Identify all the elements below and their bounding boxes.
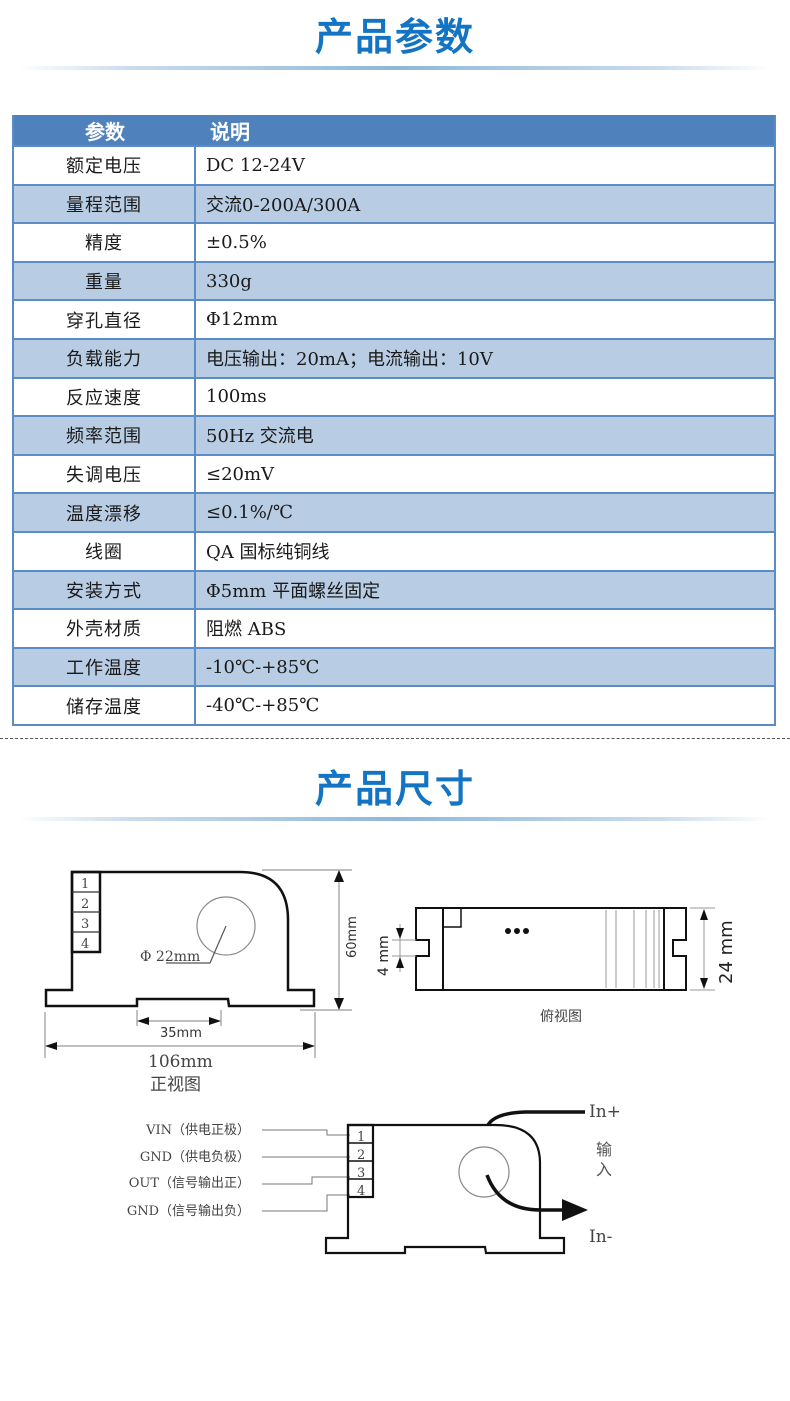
pin-label: 3 xyxy=(81,917,89,932)
param-value: 交流0-200A/300A xyxy=(206,194,361,216)
dimensions-section-title: 产品尺寸 xyxy=(314,767,475,811)
table-row: 失调电压 ≤20mV xyxy=(14,453,774,493)
param-name: 精度 xyxy=(14,224,196,261)
top-view-drawing: 4 mm 24 mm 俯视图 xyxy=(376,907,737,1025)
header-desc: 说明 xyxy=(210,119,250,144)
title-underline xyxy=(18,817,772,821)
table-row: 重量 330g xyxy=(14,260,774,300)
table-row: 额定电压 DC 12-24V xyxy=(14,145,774,184)
table-row: 频率范围 50Hz 交流电 xyxy=(14,415,774,454)
table-row: 穿孔直径 Φ12mm xyxy=(14,299,774,338)
param-value: -40℃-+85℃ xyxy=(206,695,320,717)
table-row: 线圈 QA 国标纯铜线 xyxy=(14,530,774,570)
param-value: Φ12mm xyxy=(206,309,278,331)
param-name: 额定电压 xyxy=(14,147,196,184)
header-param: 参数 xyxy=(85,119,125,144)
table-row: 外壳材质阻燃 ABS xyxy=(14,608,774,647)
pin-label: 1 xyxy=(81,877,89,892)
param-value: 330g xyxy=(206,270,252,292)
table-header: 参数 说明 xyxy=(14,115,774,145)
title-underline xyxy=(18,66,772,70)
param-value: Φ5mm 平面螺丝固定 xyxy=(206,580,381,602)
pin-number: 4 xyxy=(357,1184,365,1199)
slot-width-label: 35mm xyxy=(160,1026,202,1041)
table-row: 储存温度 -40℃-+85℃ xyxy=(14,685,774,724)
param-value: QA 国标纯铜线 xyxy=(206,542,330,564)
table-row: 反应速度 100ms xyxy=(14,376,774,416)
param-name: 负载能力 xyxy=(14,339,196,377)
param-name: 工作温度 xyxy=(14,648,196,686)
pin-label-gnd-signal: GND（信号输出负） xyxy=(127,1203,250,1219)
pin-label: 2 xyxy=(81,897,89,912)
param-name: 重量 xyxy=(14,262,196,300)
param-name: 反应速度 xyxy=(14,378,196,416)
param-value: ≤0.1%/℃ xyxy=(206,502,294,524)
param-name: 失调电压 xyxy=(14,455,196,493)
width-label: 106mm xyxy=(148,1052,213,1072)
param-name: 线圈 xyxy=(14,532,196,570)
param-value: -10℃-+85℃ xyxy=(206,656,320,678)
pin-number: 3 xyxy=(357,1166,365,1181)
param-value: 阻燃 ABS xyxy=(206,619,287,641)
wiring-diagram: VIN（供电正极） GND（供电负极） OUT（信号输出正） GND（信号输出负… xyxy=(127,1102,621,1255)
front-view-caption: 正视图 xyxy=(150,1075,201,1095)
input-plus-label: In+ xyxy=(589,1102,621,1122)
input-label: 入 xyxy=(596,1160,612,1179)
param-name: 安装方式 xyxy=(14,571,196,609)
table-row: 安装方式 Φ5mm 平面螺丝固定 xyxy=(14,569,774,609)
param-name: 量程范围 xyxy=(14,185,196,223)
param-name: 外壳材质 xyxy=(14,610,196,647)
top-view-caption: 俯视图 xyxy=(540,1009,582,1025)
param-value: 100ms xyxy=(206,386,267,408)
hole-diameter-label: Φ 22mm xyxy=(140,949,200,965)
section-divider xyxy=(0,738,790,739)
pin-label-gnd-supply: GND（供电负极） xyxy=(140,1150,250,1165)
table-row: 温度漂移 ≤0.1%/℃ xyxy=(14,492,774,531)
height-label: 60mm xyxy=(345,916,360,958)
params-section-title: 产品参数 xyxy=(314,15,475,59)
pin-number: 2 xyxy=(357,1148,365,1163)
pin-label-out: OUT（信号输出正） xyxy=(129,1175,250,1191)
notch-label: 4 mm xyxy=(376,935,392,976)
pin-number: 1 xyxy=(357,1130,365,1145)
param-value: 电压输出：20mA；电流输出：10V xyxy=(206,349,493,371)
param-value: DC 12-24V xyxy=(206,154,305,176)
param-name: 频率范围 xyxy=(14,417,196,454)
param-value: 50Hz 交流电 xyxy=(206,426,314,448)
param-name: 储存温度 xyxy=(14,687,196,724)
depth-label: 24 mm xyxy=(716,920,737,984)
input-label: 输 xyxy=(596,1140,612,1159)
param-value: ±0.5% xyxy=(206,231,267,253)
table-row: 量程范围交流0-200A/300A xyxy=(14,183,774,223)
pin-label-vin: VIN（供电正极） xyxy=(145,1123,250,1138)
param-value: ≤20mV xyxy=(206,463,275,485)
param-name: 温度漂移 xyxy=(14,494,196,531)
table-row: 负载能力电压输出：20mA；电流输出：10V xyxy=(14,337,774,377)
params-table: 参数 说明 额定电压 DC 12-24V 量程范围交流0-200A/300A 精度… xyxy=(12,115,776,726)
param-name: 穿孔直径 xyxy=(14,301,196,338)
input-minus-label: In- xyxy=(589,1227,612,1247)
table-row: 精度 ±0.5% xyxy=(14,222,774,261)
pin-label: 4 xyxy=(81,937,89,952)
table-row: 工作温度 -10℃-+85℃ xyxy=(14,646,774,686)
front-view-drawing: 1 2 3 4 Φ 22mm 60mm 35mm 106mm 正视图 xyxy=(44,869,360,1095)
